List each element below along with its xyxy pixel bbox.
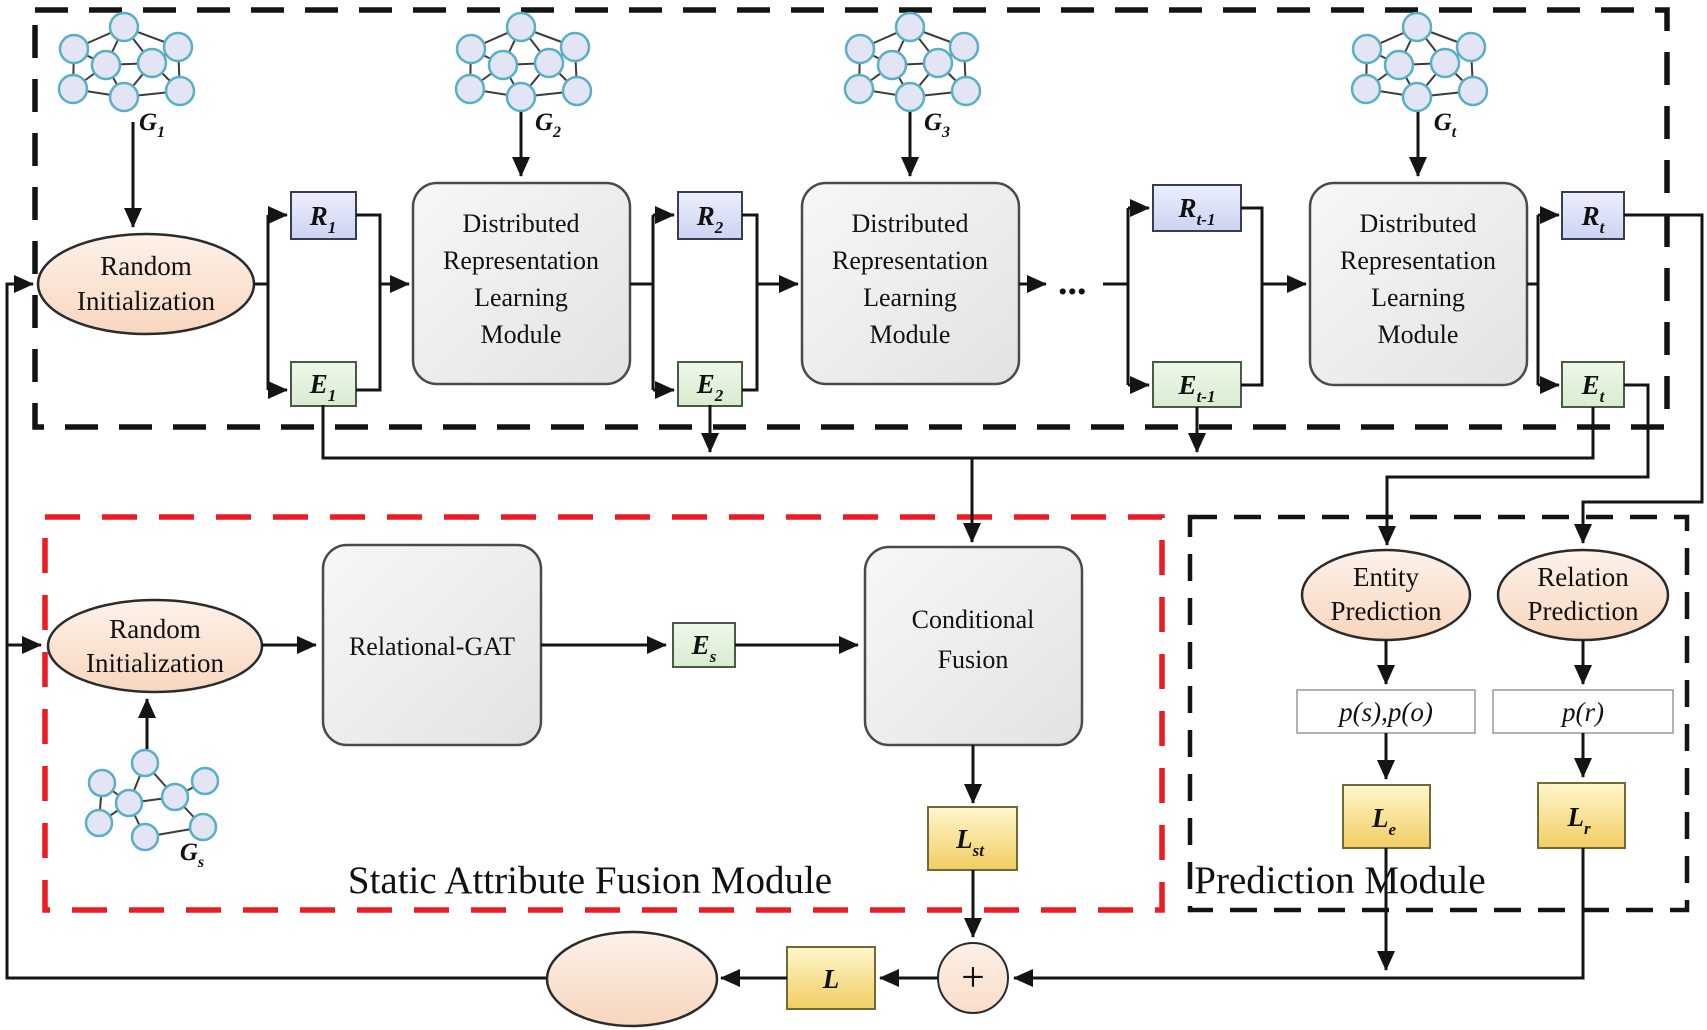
drl2-line1: Distributed (852, 209, 969, 238)
feedback-line-to-top-init (5, 275, 547, 980)
p-relation-box (1492, 689, 1674, 734)
total-loss-label: L (822, 964, 840, 994)
le-box (1342, 784, 1431, 849)
drl3-line3: Learning (1371, 283, 1465, 312)
lr-label: Lr (1566, 802, 1591, 838)
random-init-static-line2: Initialization (86, 648, 224, 678)
et-1-box (1152, 361, 1242, 408)
le-label: Le (1371, 803, 1397, 839)
lr-box (1537, 782, 1626, 849)
drl1-line4: Module (481, 320, 562, 349)
random-init-top-line1: Random (100, 251, 192, 281)
graph-g1 (57, 11, 196, 113)
relation-prediction-line2: Prediction (1528, 596, 1639, 626)
drl3-line2: Representation (1340, 246, 1496, 275)
graph-g3 (843, 11, 982, 113)
drl1-line2: Representation (443, 246, 599, 275)
entity-prediction-line1: Entity (1353, 562, 1419, 592)
graph-gs (84, 748, 220, 852)
plus-sign: + (961, 955, 985, 1001)
graph-gt-label: Gt (1434, 109, 1457, 141)
et-1-label: Et-1 (1178, 370, 1216, 406)
fork3-merge (1241, 206, 1264, 387)
entity-prediction-line2: Prediction (1331, 596, 1442, 626)
total-loss-box (786, 946, 876, 1010)
e1-label: E1 (309, 369, 337, 405)
graph-g1-label: G1 (139, 109, 165, 141)
conditional-fusion-line2: Fusion (938, 645, 1009, 674)
r1-box (290, 191, 357, 240)
relational-gat-label: Relational-GAT (349, 632, 515, 661)
ellipsis-dots: ... (1058, 261, 1087, 303)
drl2-line3: Learning (863, 283, 957, 312)
temporal-module-boundary (32, 7, 1670, 430)
graph-gs-label: Gs (180, 839, 204, 871)
lr-route-to-plus (1013, 848, 1585, 987)
graph-g2 (454, 11, 593, 113)
es-box (672, 622, 736, 668)
route-rt-to-relation-prediction (1574, 213, 1704, 544)
p-entity-box (1296, 689, 1476, 734)
p-entity-label: p(s),p(o) (1337, 697, 1433, 727)
graph-gt (1350, 11, 1489, 113)
drl3-line4: Module (1378, 320, 1459, 349)
static-fusion-module-boundary (42, 514, 1165, 913)
relation-prediction-line1: Relation (1537, 562, 1629, 592)
graph-g2-label: G2 (535, 109, 561, 141)
static-fusion-title: Static Attribute Fusion Module (348, 859, 832, 902)
drl1-line1: Distributed (463, 209, 580, 238)
et-box (1561, 361, 1625, 408)
rt-label: Rt (1581, 201, 1606, 237)
et-label: Et (1581, 370, 1606, 406)
drl2-line2: Representation (832, 246, 988, 275)
fork1-merge (356, 213, 382, 392)
drl1-line3: Learning (474, 283, 568, 312)
r1-label: R1 (309, 201, 337, 237)
r2-label: R2 (696, 201, 724, 237)
drl3-line1: Distributed (1360, 209, 1477, 238)
fork2-merge (742, 213, 759, 392)
conditional-fusion-line1: Conditional (912, 605, 1035, 634)
random-init-top-ellipse (36, 232, 256, 336)
random-init-static-line1: Random (109, 614, 201, 644)
output-ellipse (545, 930, 719, 1028)
rt-box (1561, 191, 1625, 240)
graph-g3-label: G3 (924, 109, 950, 141)
e2-label: E2 (696, 369, 724, 405)
p-relation-label: p(r) (1560, 697, 1604, 727)
drl2-line4: Module (870, 320, 951, 349)
rt-1-label: Rt-1 (1178, 193, 1216, 229)
e2-box (677, 361, 743, 407)
prediction-title: Prediction Module (1194, 859, 1485, 902)
lst-label: Lst (955, 824, 985, 860)
entity-embedding-bus (321, 405, 1595, 460)
route-et-to-entity-prediction (1378, 383, 1650, 546)
random-init-top-line2: Initialization (77, 286, 215, 316)
es-label: Es (691, 630, 717, 666)
